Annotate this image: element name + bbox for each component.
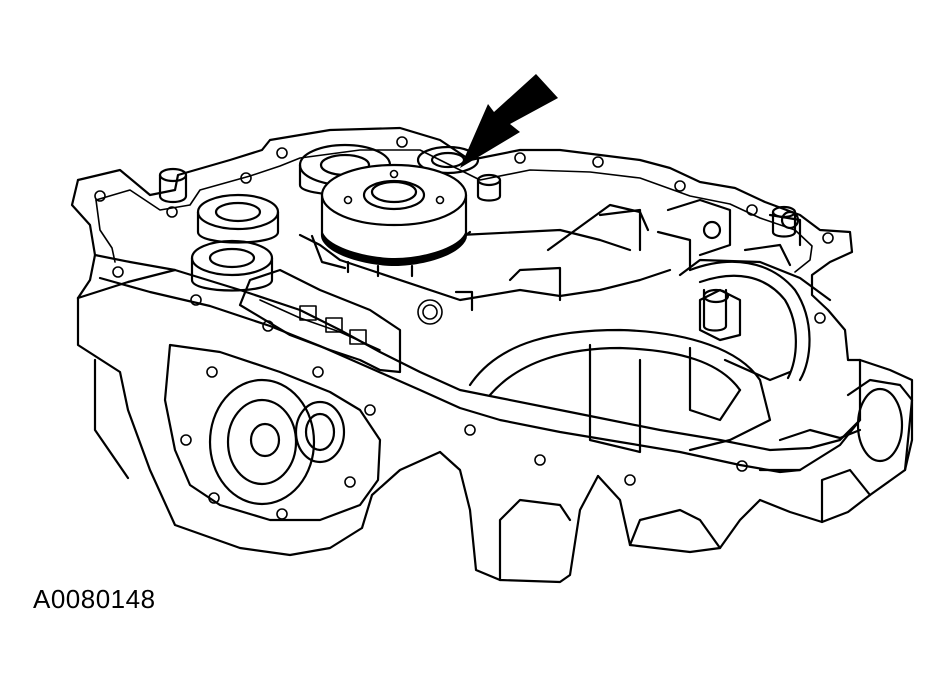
case-flange [70, 126, 862, 474]
valve-body [238, 268, 402, 374]
seal-assembly [310, 163, 472, 278]
right-side-plate [778, 378, 914, 472]
flange-bolt-holes [94, 136, 834, 486]
left-side-plate [163, 343, 382, 522]
case-ribs [298, 198, 832, 342]
differential-bore [468, 328, 792, 454]
case-housing [76, 268, 914, 584]
oil-pipe [688, 260, 811, 382]
figure-id-label: A0080148 [33, 584, 156, 614]
callout-arrow-icon [460, 74, 558, 168]
dowel-pins [158, 167, 797, 332]
